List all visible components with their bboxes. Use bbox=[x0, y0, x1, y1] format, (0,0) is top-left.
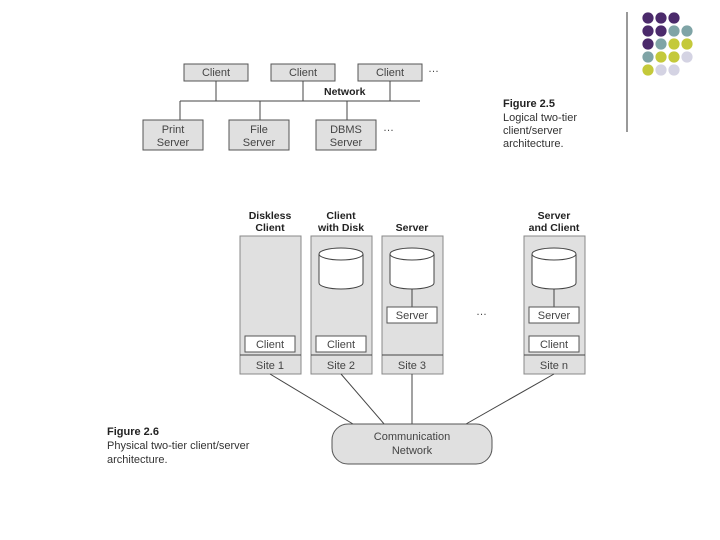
fig25-caption-line1: Logical two-tier bbox=[503, 112, 577, 124]
fig26-site-3-label: Site 3 bbox=[398, 360, 426, 372]
fig25-ellipsis-servers: … bbox=[383, 122, 394, 134]
svg-text:Client: Client bbox=[202, 67, 230, 79]
svg-text:Client: Client bbox=[289, 67, 317, 79]
fig26-caption-line1: Physical two-tier client/server bbox=[107, 440, 250, 452]
fig26-site-2-label: Site 2 bbox=[327, 360, 355, 372]
fig25-network-label: Network bbox=[324, 86, 366, 98]
svg-text:Network: Network bbox=[392, 445, 433, 457]
svg-text:Server: Server bbox=[396, 310, 429, 322]
svg-text:Server: Server bbox=[157, 137, 190, 149]
fig25-caption-line3: architecture. bbox=[503, 138, 564, 150]
fig26-communication-network: Communication Network bbox=[331, 423, 493, 465]
svg-text:Server: Server bbox=[330, 137, 363, 149]
fig26-ellipsis: … bbox=[476, 306, 487, 318]
fig26-col3-disk-icon bbox=[389, 247, 435, 290]
fig25-caption-title: Figure 2.5 bbox=[503, 98, 555, 110]
fig26-col1-head-line1: Diskless bbox=[249, 210, 292, 222]
svg-text:Client: Client bbox=[256, 339, 284, 351]
svg-text:Client: Client bbox=[376, 67, 404, 79]
fig25-dbms-server: DBMS Server bbox=[315, 119, 377, 151]
fig25-file-server: File Server bbox=[228, 119, 290, 151]
fig26-col2-disk-icon bbox=[318, 247, 364, 290]
fig26-caption-title: Figure 2.6 bbox=[107, 426, 159, 438]
fig26-site-n-label: Site n bbox=[540, 360, 568, 372]
fig26-col4-client-box: Client bbox=[528, 335, 580, 353]
svg-text:Communication: Communication bbox=[374, 431, 450, 443]
fig26-col4-head-line1: Server bbox=[538, 210, 571, 222]
svg-text:Client: Client bbox=[540, 339, 568, 351]
svg-text:File: File bbox=[250, 124, 268, 136]
fig25-client-3: Client bbox=[357, 63, 423, 82]
fig25-ellipsis-clients: … bbox=[428, 63, 439, 75]
fig26-col4-head-line2: and Client bbox=[529, 222, 580, 234]
fig26-col1-head-line2: Client bbox=[255, 222, 285, 234]
svg-text:Server: Server bbox=[538, 310, 571, 322]
fig26-col3-server-box: Server bbox=[386, 306, 438, 324]
fig26-col2-head-line2: with Disk bbox=[317, 222, 364, 234]
fig25-caption-line2: client/server bbox=[503, 125, 563, 137]
svg-text:DBMS: DBMS bbox=[330, 124, 362, 136]
fig25-client-1: Client bbox=[183, 63, 249, 82]
fig26-col1-site bbox=[239, 235, 302, 375]
fig26-col2-head-line1: Client bbox=[326, 210, 356, 222]
fig26-col4-server-box: Server bbox=[528, 306, 580, 324]
svg-text:Server: Server bbox=[243, 137, 276, 149]
svg-text:Print: Print bbox=[162, 124, 185, 136]
fig26-col3-head-line2: Server bbox=[396, 222, 429, 234]
fig25-print-server: Print Server bbox=[142, 119, 204, 151]
svg-text:Client: Client bbox=[327, 339, 355, 351]
fig26-col2-client-box: Client bbox=[315, 335, 367, 353]
fig26-col1-client-box: Client bbox=[244, 335, 296, 353]
fig26-caption-line2: architecture. bbox=[107, 454, 168, 466]
fig26-col4-disk-icon bbox=[531, 247, 577, 290]
fig26-site-1-label: Site 1 bbox=[256, 360, 284, 372]
fig25-client-2: Client bbox=[270, 63, 336, 82]
